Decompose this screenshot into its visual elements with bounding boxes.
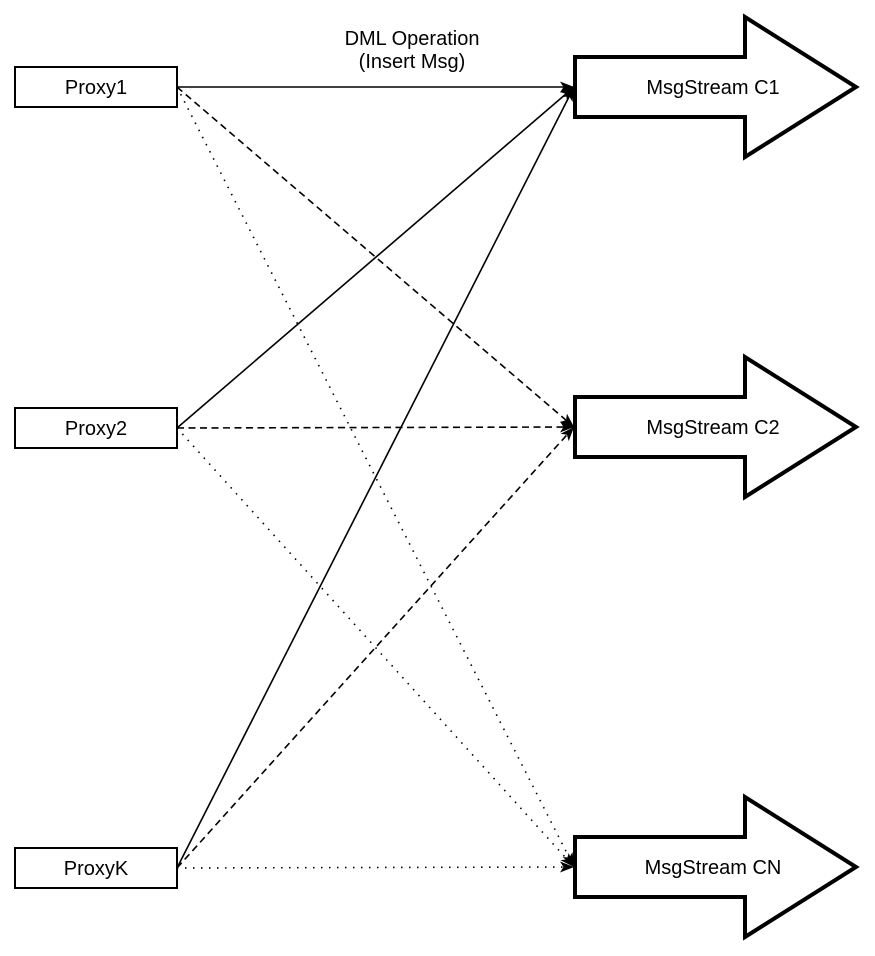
stream-node-cn: MsgStream CN [573, 793, 860, 941]
diagram-title-line2: (Insert Msg) [359, 51, 466, 73]
proxy2-label: Proxy2 [65, 418, 127, 440]
edge-proxyk-to-msgstream-c1 [176, 86, 575, 869]
msgstream-c1-arrow-icon [573, 13, 860, 161]
proxy1-label: Proxy1 [65, 77, 127, 99]
proxy-node-proxy1: Proxy1 [14, 66, 178, 108]
proxyk-label: ProxyK [64, 858, 129, 880]
edge-layer [176, 81, 575, 873]
edge-proxy2-to-msgstream-c1 [176, 86, 575, 429]
diagram-title-line1: DML Operation [345, 28, 480, 50]
proxy-node-proxyk: ProxyK [14, 847, 178, 889]
proxy1-box [14, 66, 178, 108]
msgstream-cn-arrow-icon [573, 793, 860, 941]
msgstream-cn-label: MsgStream CN [645, 857, 782, 879]
proxyk-box [14, 847, 178, 889]
msgstream-c2-label: MsgStream C2 [646, 417, 779, 439]
proxy2-box [14, 407, 178, 449]
edge-proxyk-to-msgstream-c2 [176, 426, 575, 869]
msgstream-c2-arrow-icon [573, 353, 860, 501]
edge-proxy2-to-msgstream-cn [176, 427, 575, 868]
proxy-node-proxy2: Proxy2 [14, 407, 178, 449]
edge-proxy1-to-msgstream-c2 [176, 86, 575, 428]
edge-proxy2-to-msgstream-c2 [176, 421, 575, 433]
stream-node-c1: MsgStream C1 [573, 13, 860, 161]
edge-proxy1-to-msgstream-cn [176, 86, 575, 868]
msgstream-c1-label: MsgStream C1 [646, 77, 779, 99]
stream-node-c2: MsgStream C2 [573, 353, 860, 501]
edge-proxyk-to-msgstream-cn [176, 861, 575, 873]
